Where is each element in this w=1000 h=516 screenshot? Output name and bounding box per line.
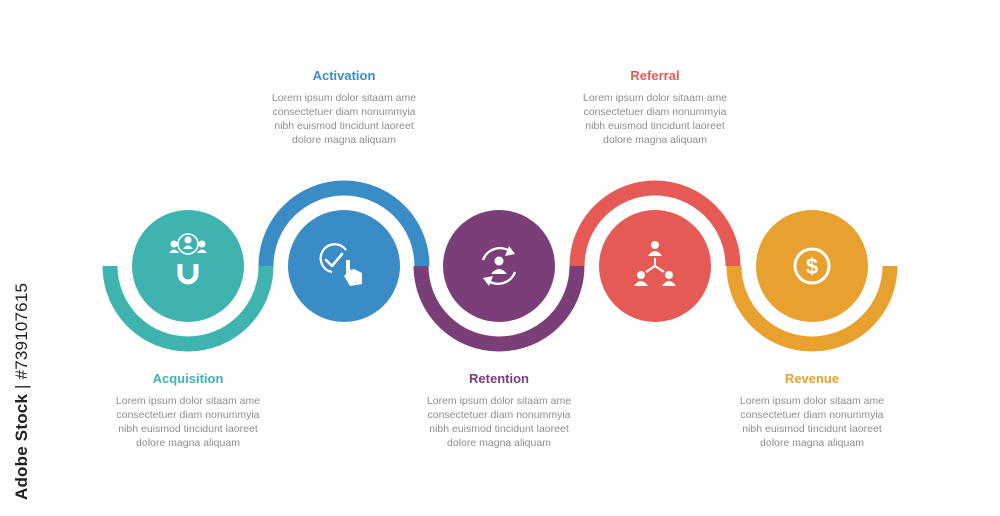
wave-arc-revenue bbox=[726, 265, 898, 352]
wave-arc-activation bbox=[258, 180, 430, 267]
description-line: nibh euismod tincidunt laoreet bbox=[118, 423, 258, 435]
description-line: dolore magna aliquam bbox=[760, 437, 864, 449]
description-line: dolore magna aliquam bbox=[292, 134, 396, 146]
step-description: Lorem ipsum dolor sitaam ame consectetuer… bbox=[399, 394, 599, 450]
stock-id: #739107615 bbox=[12, 282, 31, 380]
wave-arc-referral bbox=[569, 180, 741, 267]
step-description: Lorem ipsum dolor sitaam ame consectetuer… bbox=[712, 394, 912, 450]
description-line: Lorem ipsum dolor sitaam ame bbox=[426, 395, 572, 407]
step-description: Lorem ipsum dolor sitaam ame consectetuer… bbox=[88, 394, 288, 450]
description-line: consectetuer diam nonummyia bbox=[272, 106, 416, 118]
dollar-coin-icon: $ bbox=[793, 247, 831, 285]
svg-text:$: $ bbox=[806, 254, 818, 279]
description-line: consectetuer diam nonummyia bbox=[583, 106, 727, 118]
wave-arc-retention bbox=[413, 265, 585, 352]
step-circle-activation bbox=[288, 210, 400, 322]
step-title: Activation bbox=[312, 68, 376, 83]
step-title: Referral bbox=[630, 68, 680, 83]
wave-arcs bbox=[102, 180, 898, 352]
description-line: consectetuer diam nonummyia bbox=[427, 409, 571, 421]
description-line: consectetuer diam nonummyia bbox=[116, 409, 260, 421]
description-line: Lorem ipsum dolor sitaam ame bbox=[582, 92, 728, 104]
step-circle-acquisition bbox=[132, 210, 244, 322]
description-line: nibh euismod tincidunt laoreet bbox=[429, 423, 569, 435]
step-circle-revenue bbox=[756, 210, 868, 322]
description-line: nibh euismod tincidunt laoreet bbox=[274, 120, 414, 132]
description-line: nibh euismod tincidunt laoreet bbox=[742, 423, 882, 435]
step-circles: $ bbox=[132, 210, 868, 322]
description-line: Lorem ipsum dolor sitaam ame bbox=[271, 92, 417, 104]
step-title: Revenue bbox=[784, 371, 840, 386]
wave-arc-acquisition bbox=[102, 265, 274, 352]
description-line: Lorem ipsum dolor sitaam ame bbox=[739, 395, 885, 407]
stock-credit: Adobe Stock | #739107615 bbox=[12, 282, 31, 500]
step-circle-retention bbox=[443, 210, 555, 322]
step-title: Acquisition bbox=[152, 371, 224, 386]
step-title: Retention bbox=[469, 371, 529, 386]
description-line: dolore magna aliquam bbox=[603, 134, 707, 146]
user-cycle-icon bbox=[481, 246, 517, 286]
check-hand-click-icon bbox=[319, 243, 362, 286]
description-line: consectetuer diam nonummyia bbox=[740, 409, 884, 421]
description-line: dolore magna aliquam bbox=[136, 437, 240, 449]
stock-brand: Adobe Stock bbox=[12, 393, 31, 500]
description-line: nibh euismod tincidunt laoreet bbox=[585, 120, 725, 132]
description-line: Lorem ipsum dolor sitaam ame bbox=[115, 395, 261, 407]
magnet-users-icon bbox=[169, 233, 207, 285]
step-description: Lorem ipsum dolor sitaam ame consectetuer… bbox=[244, 91, 444, 147]
step-description: Lorem ipsum dolor sitaam ame consectetuer… bbox=[555, 91, 755, 147]
description-line: dolore magna aliquam bbox=[447, 437, 551, 449]
referral-network-icon bbox=[634, 241, 676, 286]
